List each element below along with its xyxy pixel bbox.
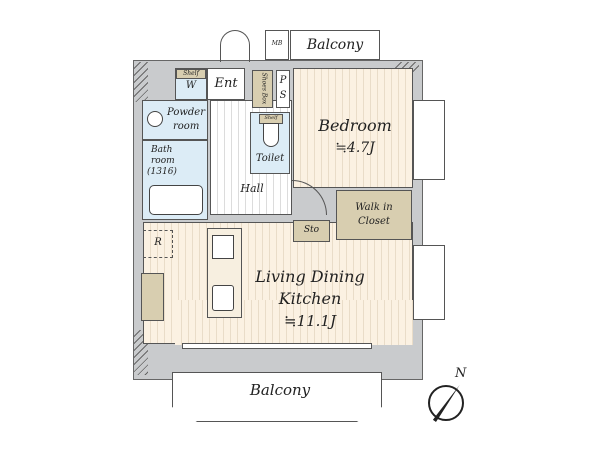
bedroom-size: ≒4.7J <box>335 140 375 156</box>
pipe-space: P S <box>276 70 290 108</box>
shelf-unit <box>141 273 164 321</box>
balcony-top-label: Balcony <box>306 37 364 53</box>
stove-icon <box>212 235 234 259</box>
bay-window <box>413 245 445 320</box>
compass-icon <box>428 385 464 421</box>
wall-hatch <box>395 62 419 72</box>
bedroom <box>293 68 413 188</box>
shoes-box: Shoes Box <box>252 70 273 108</box>
storage-label: Sto <box>303 225 320 235</box>
ldk-size: ≒11.1J <box>284 312 336 330</box>
entrance: Ent <box>207 68 245 100</box>
washbasin-icon <box>147 111 163 127</box>
closet-label-1: Walk in <box>355 202 393 213</box>
ps-label-s: S <box>279 90 287 101</box>
balcony-bottom-label: Balcony <box>249 381 311 399</box>
bath-label-2: room <box>151 156 175 166</box>
toilet-label: Toilet <box>255 153 285 164</box>
washer-label: W <box>185 80 197 91</box>
balcony-top: Balcony <box>290 30 380 60</box>
ldk-label-1: Living Dining <box>255 267 365 286</box>
ps-label-p: P <box>279 75 287 86</box>
meter-box-label: MB <box>271 40 283 47</box>
shelf-label: Shelf <box>176 69 206 79</box>
toilet-icon <box>263 123 279 147</box>
powder-room: Powder room <box>142 100 208 140</box>
ldk-label-2: Kitchen <box>278 289 342 308</box>
sink-icon <box>212 285 234 311</box>
shoes-box-label: Shoes Box <box>260 72 268 105</box>
bath-room: Bath room (1316) <box>142 140 208 220</box>
compass-north-label: N <box>455 366 467 381</box>
entrance-door-swing[interactable] <box>220 30 250 62</box>
wall-hatch <box>134 62 148 102</box>
storage: Sto <box>293 220 330 242</box>
closet-label-2: Closet <box>358 216 390 227</box>
meter-box: MB <box>265 30 289 60</box>
washer-space: Shelf W <box>175 68 207 100</box>
refrigerator-space: R <box>143 230 173 258</box>
bay-window <box>413 100 445 180</box>
balcony-bottom <box>172 372 382 422</box>
kitchen-counter <box>207 228 242 318</box>
powder-label-2: room <box>173 121 200 132</box>
bath-label-3: (1316) <box>147 167 177 177</box>
refrigerator-label: R <box>154 237 162 248</box>
entrance-label: Ent <box>214 76 238 91</box>
bedroom-label: Bedroom <box>318 116 392 135</box>
bathtub-icon <box>149 185 203 215</box>
powder-label-1: Powder <box>167 107 206 118</box>
window-bottom <box>182 343 372 349</box>
toilet-room: Shelf Toilet <box>250 112 290 174</box>
hall-label: Hall <box>240 182 264 195</box>
walk-in-closet: Walk in Closet <box>336 190 412 240</box>
bath-label-1: Bath <box>151 145 173 155</box>
